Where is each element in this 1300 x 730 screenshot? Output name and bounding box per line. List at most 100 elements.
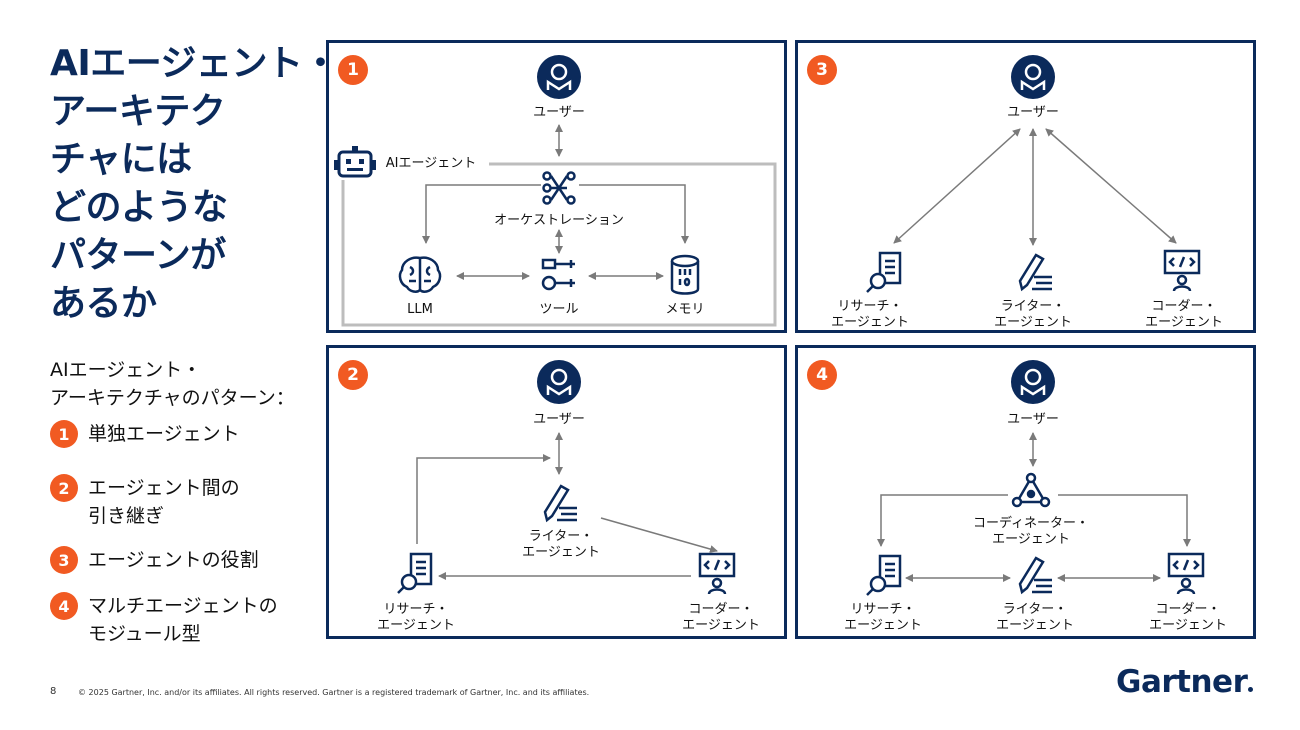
pattern-label: エージェントの役割 (88, 549, 259, 571)
pattern-number-badge: 3 (50, 546, 78, 574)
label-line: ライター・ (1000, 299, 1066, 314)
writer-agent-label: ライター・ エージェント (996, 602, 1074, 634)
tool-label: ツール (539, 302, 579, 317)
research-document-icon (397, 552, 433, 594)
title-line: パターンが (50, 235, 226, 276)
label-line: コーダー・ (1155, 602, 1221, 617)
copyright-notice: © 2025 Gartner, Inc. and/or its affiliat… (78, 688, 590, 697)
pattern-number-badge: 1 (50, 420, 78, 448)
label-line: エージェント (682, 618, 760, 633)
panel-multi-agent-modular: 4 (795, 345, 1256, 639)
pattern-number-badge: 2 (50, 474, 78, 502)
gartner-logo: Gartner (1116, 664, 1254, 700)
title-line: どのような (50, 187, 228, 228)
writer-agent-label: ライター・ エージェント (522, 529, 600, 561)
label-line: エージェント (377, 618, 455, 633)
label-line: エージェント (844, 618, 922, 633)
panel1-diagram (334, 55, 777, 327)
arrow-orch-llm (422, 184, 541, 244)
label-line: リサーチ・ (383, 602, 449, 617)
label-line: ライター・ (1002, 602, 1068, 617)
orchestration-icon (542, 171, 576, 205)
logo-text: Gartner (1116, 664, 1248, 700)
user-label: ユーザー (1007, 412, 1059, 427)
writer-pen-icon (1018, 253, 1052, 292)
arrow-research-writer (416, 454, 551, 544)
pattern-item: 2 エージェント間の 引き継ぎ (50, 474, 240, 530)
arrow-writer-coder (600, 517, 718, 553)
panel-number-badge: 2 (338, 360, 368, 390)
subheading-line: AIエージェント・ (50, 359, 202, 381)
title-line: あるか (50, 283, 157, 324)
label-line: エージェント (831, 315, 909, 330)
label-line: エージェント (1149, 618, 1227, 633)
coder-agent-label: コーダー・ エージェント (1149, 602, 1227, 634)
label-line: コーダー・ (688, 602, 754, 617)
pattern-label: モジュール型 (88, 623, 201, 645)
user-label: ユーザー (533, 412, 585, 427)
panel-single-agent: 1 (326, 40, 787, 333)
label-line: リサーチ・ (837, 299, 903, 314)
panel4-diagram (866, 360, 1205, 596)
user-icon (537, 55, 581, 99)
pattern-subheading: AIエージェント・ アーキテクチャのパターン： (50, 356, 295, 412)
user-label: ユーザー (533, 105, 585, 120)
panel-agent-handoff: 2 ユーザー (326, 345, 787, 639)
coder-agent-label: コーダー・ エージェント (682, 602, 760, 634)
user-icon (537, 360, 581, 404)
writer-pen-icon (543, 484, 577, 523)
panel2-diagram (397, 360, 736, 595)
agent-label: AIエージェント (382, 156, 480, 172)
page-number: 8 (50, 686, 57, 697)
coder-icon (1167, 552, 1205, 595)
writer-pen-icon (1018, 556, 1052, 595)
pattern-item: 4 マルチエージェントの モジュール型 (50, 592, 278, 648)
label-line: エージェント (522, 545, 600, 560)
panel3-diagram (866, 55, 1201, 293)
pattern-label: 引き継ぎ (88, 505, 165, 527)
coder-icon (1163, 249, 1201, 292)
pattern-item: 3 エージェントの役割 (50, 546, 259, 574)
database-icon (670, 254, 700, 295)
research-agent-label: リサーチ・ エージェント (844, 602, 922, 634)
research-document-icon (866, 251, 902, 293)
tool-icon (541, 258, 575, 291)
brain-icon (398, 256, 442, 293)
label-line: コーダー・ (1151, 299, 1217, 314)
label-line: リサーチ・ (850, 602, 916, 617)
label-line: ライター・ (528, 529, 594, 544)
label-line: エージェント (996, 618, 1074, 633)
agent-boundary (341, 162, 777, 327)
arrow-user-coder (1045, 128, 1177, 244)
robot-icon (334, 146, 376, 178)
title-line: アーキテク (50, 91, 226, 132)
pattern-label: 単独エージェント (88, 423, 240, 445)
user-label: ユーザー (1007, 105, 1059, 120)
pattern-item: 1 単独エージェント (50, 420, 240, 448)
subheading-line: アーキテクチャのパターン： (50, 387, 295, 409)
page-title: AIエージェント・ アーキテク チャには どのような パターンが あるか (50, 40, 340, 328)
panel-number-badge: 4 (807, 360, 837, 390)
pattern-label: エージェント間の (88, 477, 240, 499)
title-line: AIエージェント・ (50, 43, 339, 84)
arrow-coordinator-coder (1058, 494, 1191, 547)
label-line: エージェント (992, 532, 1070, 547)
title-line: チャには (50, 139, 192, 180)
pattern-number-badge: 4 (50, 592, 78, 620)
user-icon (1011, 55, 1055, 99)
research-agent-label: リサーチ・ エージェント (831, 299, 909, 331)
pattern-label: マルチエージェントの (88, 595, 278, 617)
coder-icon (698, 552, 736, 595)
coordinator-network-icon (1011, 472, 1051, 508)
panel-number-badge: 1 (338, 55, 368, 85)
panel-number-badge: 3 (807, 55, 837, 85)
label-line: コーディネーター・ (972, 516, 1090, 531)
arrow-coordinator-research (877, 494, 1008, 547)
writer-agent-label: ライター・ エージェント (994, 299, 1072, 331)
research-agent-label: リサーチ・ エージェント (377, 602, 455, 634)
label-line: エージェント (1145, 315, 1223, 330)
arrow-orch-memory (579, 184, 689, 244)
orchestration-label: オーケストレーション (494, 213, 624, 228)
coordinator-agent-label: コーディネーター・ エージェント (973, 516, 1089, 548)
panel-agent-roles: 3 (795, 40, 1256, 333)
